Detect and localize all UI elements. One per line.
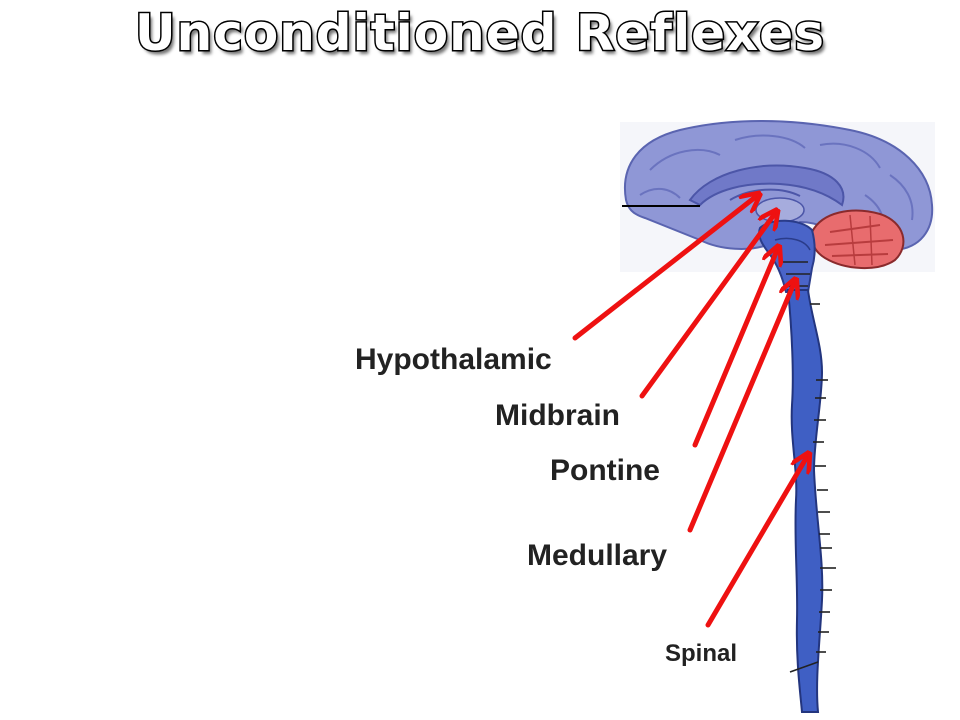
cerebellum (810, 209, 905, 270)
arrow-medullary (687, 281, 795, 533)
label-pontine: Pontine (550, 454, 660, 487)
arrow-spinal (705, 455, 808, 628)
arrow-pontine (692, 248, 778, 448)
page-title: Unconditioned Reflexes (134, 3, 826, 64)
label-spinal: Spinal (665, 640, 738, 667)
arrow-hypothalamic (572, 195, 758, 341)
label-midbrain: Midbrain (495, 399, 620, 432)
arrow-midbrain (639, 212, 776, 399)
spinal-cord (782, 261, 836, 713)
label-medullary: Medullary (527, 539, 668, 572)
pointer-arrows (572, 195, 808, 628)
label-hypothalamic: Hypothalamic (355, 343, 552, 376)
